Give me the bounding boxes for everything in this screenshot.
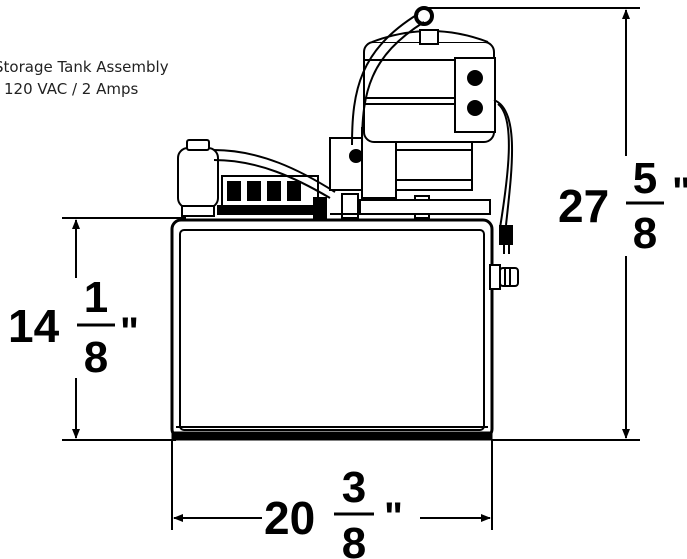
tank-height-whole: 14 bbox=[8, 300, 60, 352]
dimension-label-overall-height: 27 5 8 " bbox=[558, 154, 687, 258]
power-cord bbox=[493, 99, 513, 254]
dimension-lines bbox=[62, 7, 640, 530]
width-whole: 20 bbox=[264, 492, 315, 544]
side-fitting bbox=[489, 264, 519, 290]
width-numerator: 3 bbox=[342, 463, 366, 512]
top-fittings bbox=[177, 139, 491, 219]
storage-tank bbox=[170, 218, 494, 441]
tank-height-denominator: 8 bbox=[84, 333, 108, 382]
caption-title: Storage Tank Assembly bbox=[0, 58, 169, 76]
overall-height-denominator: 8 bbox=[633, 209, 657, 258]
control-box bbox=[454, 57, 496, 133]
caption-spec: 120 VAC / 2 Amps bbox=[4, 80, 139, 98]
dimension-label-width: 20 3 8 " bbox=[264, 463, 403, 559]
overall-height-whole: 27 bbox=[558, 180, 609, 232]
width-denominator: 8 bbox=[342, 519, 366, 559]
overall-height-numerator: 5 bbox=[633, 154, 657, 203]
hose bbox=[213, 149, 336, 199]
tank-height-numerator: 1 bbox=[84, 273, 108, 322]
width-unit: " bbox=[384, 495, 403, 539]
dimension-label-tank-height: 14 1 8 " bbox=[8, 273, 139, 382]
tank-height-unit: " bbox=[120, 310, 139, 354]
overall-height-unit: " bbox=[672, 170, 687, 214]
diagram-caption: Storage Tank Assembly 120 VAC / 2 Amps bbox=[0, 56, 169, 100]
